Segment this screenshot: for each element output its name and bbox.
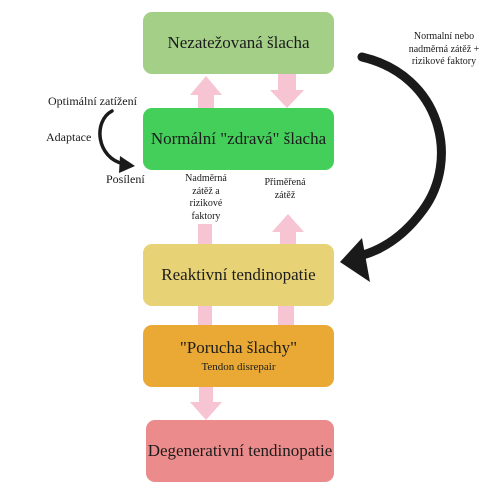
curved-black-arrow-icon xyxy=(357,52,446,260)
down-arrow-shaft-icon xyxy=(198,224,212,244)
up-arrow-icon xyxy=(190,76,222,108)
up-arrow-shaft-icon xyxy=(278,306,294,325)
up-arrow-icon xyxy=(272,214,304,244)
healthy-tendon-box: Normální "zdravá" šlacha xyxy=(143,108,334,170)
arrowhead-icon xyxy=(340,238,370,282)
label-line: zátěž xyxy=(274,189,296,201)
excessive-load-label: Nadměrná zátěž a rizikové faktory xyxy=(176,173,236,223)
label-line: faktory xyxy=(191,210,221,222)
curved-black-arrow-icon xyxy=(98,109,126,166)
adequate-load-label: Přiměřená zátěž xyxy=(255,177,315,202)
label-line: rizikové xyxy=(189,198,223,209)
tendon-disrepair-box: "Porucha šlachy" Tendon disrepair xyxy=(143,325,334,387)
down-arrow-shaft-icon xyxy=(198,306,212,325)
reactive-tendinopathy-box: Reaktivní tendinopatie xyxy=(143,244,334,306)
arrowhead-icon xyxy=(119,156,135,173)
down-arrow-icon xyxy=(190,387,222,420)
label-line: zátěž a xyxy=(192,185,220,197)
label-line: nadměrná zátěž + xyxy=(408,43,480,55)
box-title: "Porucha šlachy" xyxy=(179,338,298,357)
box-title: Degenerativní tendinopatie xyxy=(147,441,333,460)
strengthening-label: Posílení xyxy=(106,172,145,186)
box-title: Reaktivní tendinopatie xyxy=(161,265,316,284)
degenerative-tendinopathy-box: Degenerativní tendinopatie xyxy=(146,420,334,482)
label-line: Normalní nebo xyxy=(413,31,475,42)
box-title: Normální "zdravá" šlacha xyxy=(150,129,327,148)
normal-or-excessive-load-label: Normalní nebo nadměrná zátěž + rizikové … xyxy=(405,31,483,69)
label-line: Nadměrná xyxy=(185,173,227,184)
box-title: Nezatežovaná šlacha xyxy=(167,33,310,52)
label-line: Přiměřená xyxy=(264,177,306,188)
box-subtitle: Tendon disrepair xyxy=(201,361,276,373)
down-arrow-icon xyxy=(270,74,304,108)
label-line: rizikové faktory xyxy=(411,56,477,67)
unloaded-tendon-box: Nezatežovaná šlacha xyxy=(143,12,334,74)
adaptation-label: Adaptace xyxy=(46,130,92,144)
optimal-load-label: Optimální zatížení xyxy=(48,94,137,108)
